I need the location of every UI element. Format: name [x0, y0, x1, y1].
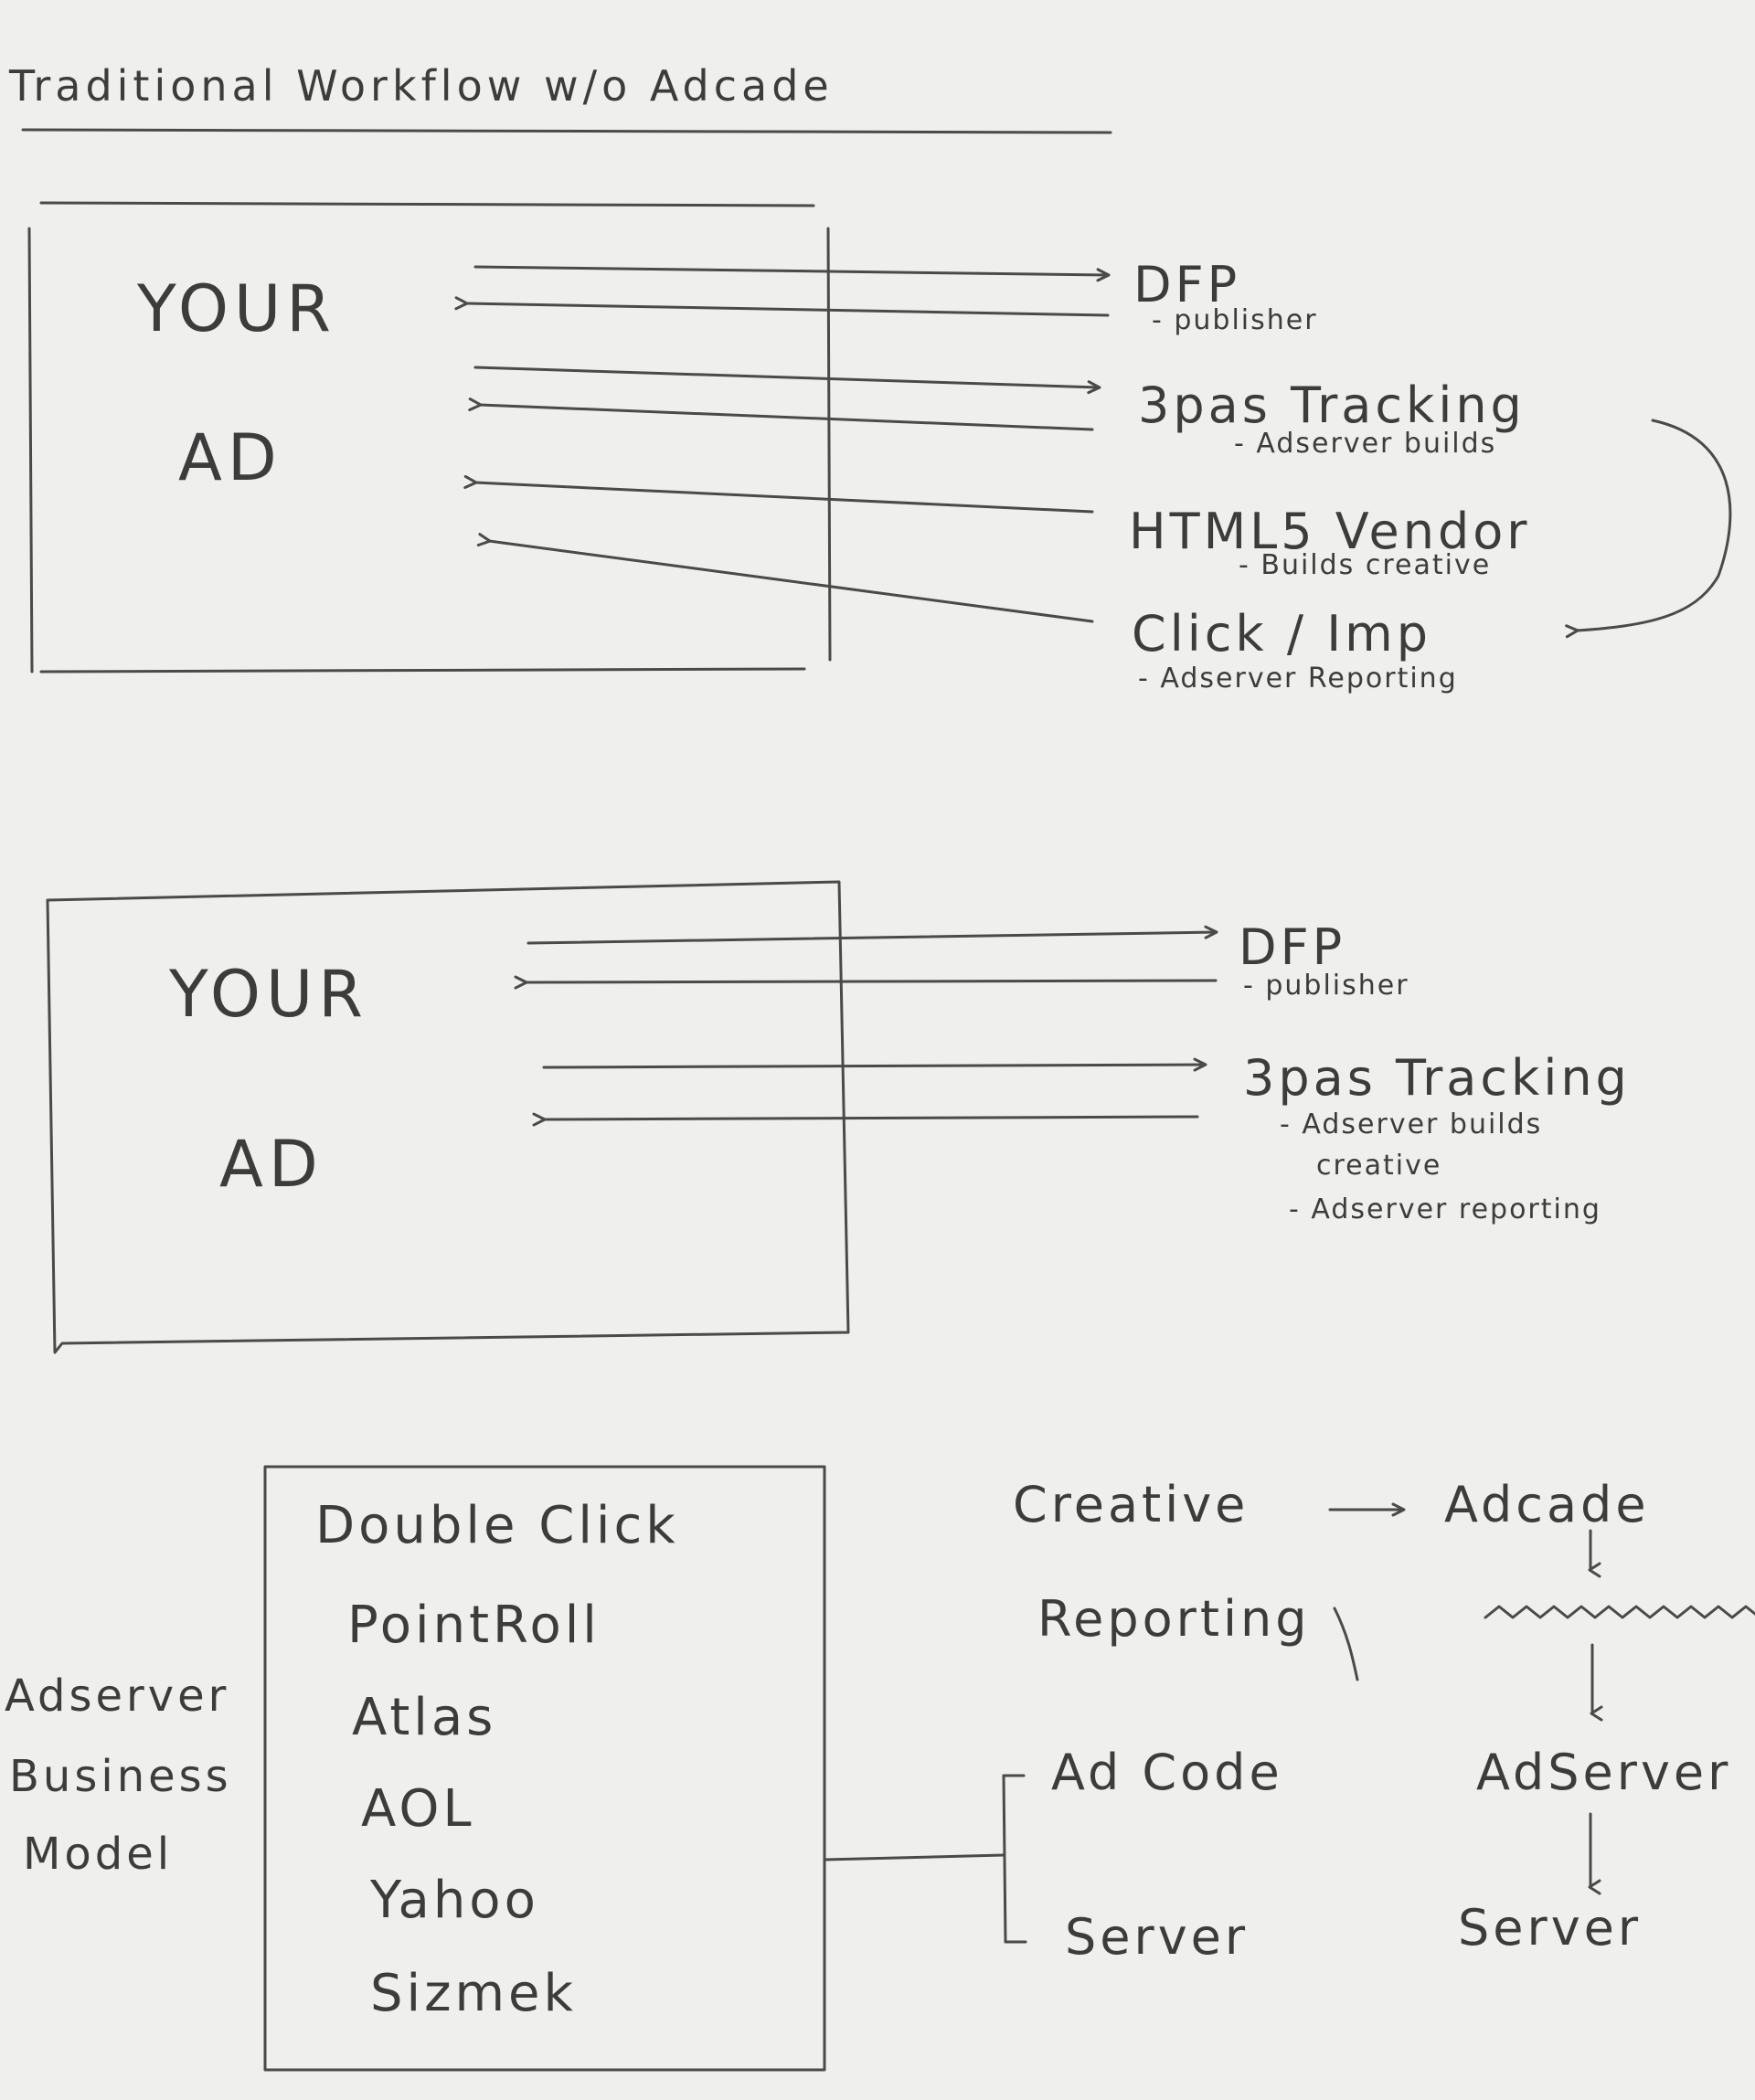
- middle-label-dfp: DFP: [1239, 918, 1346, 976]
- side-label-model: Model: [23, 1829, 173, 1880]
- reporting-tail: [1333, 1607, 1359, 1681]
- zigzag-separator: [1484, 1605, 1755, 1619]
- top-diagram: YOUR AD DFP - publisher 3pas Tracking - …: [27, 201, 1732, 695]
- middle-sub-3pas-3: - Adserver reporting: [1289, 1193, 1601, 1225]
- list-item-doubleclick: Double Click: [315, 1496, 679, 1555]
- bottom-diagram: Adserver Business Model Double Click Poi…: [5, 1465, 1755, 2072]
- middle-arrow-from-dfp: [514, 975, 1218, 990]
- top-sub-3pas: - Adserver builds: [1234, 428, 1496, 460]
- middle-sub-3pas-2: creative: [1316, 1150, 1441, 1182]
- bracket-connector: [823, 1853, 1005, 1861]
- top-sub-html5: - Builds creative: [1239, 549, 1491, 581]
- flow-adserver: AdServer: [1476, 1744, 1731, 1801]
- flow-server: Server: [1458, 1899, 1642, 1957]
- list-item-sizmek: Sizmek: [370, 1964, 577, 2023]
- middle-arrow-from-3pas: [532, 1112, 1199, 1127]
- top-label-dfp: DFP: [1133, 256, 1240, 313]
- top-sub-click: - Adserver Reporting: [1138, 663, 1458, 695]
- side-label-adserver: Adserver: [5, 1670, 229, 1722]
- middle-arrow-to-dfp: [526, 925, 1218, 945]
- top-box-left-edge: [27, 227, 34, 673]
- top-sub-dfp: - publisher: [1152, 304, 1318, 336]
- top-arrow-from-click: [476, 533, 1094, 623]
- top-box-ad: AD: [178, 420, 282, 495]
- title-underline: [21, 128, 1112, 134]
- flow-creative: Creative: [1013, 1476, 1249, 1533]
- middle-diagram: YOUR AD DFP - publisher 3pas Tracking - …: [46, 880, 1631, 1354]
- middle-arrow-to-3pas: [542, 1057, 1207, 1072]
- middle-sub-3pas-1: - Adserver builds: [1280, 1108, 1542, 1140]
- list-item-pointroll: PointRoll: [347, 1596, 601, 1655]
- page-title: Traditional Workflow w/o Adcade: [8, 61, 834, 111]
- top-label-html5: HTML5 Vendor: [1129, 503, 1531, 560]
- bracket-vertical: [1002, 1774, 1007, 1944]
- middle-label-3pas: 3pas Tracking: [1243, 1049, 1631, 1107]
- middle-box: [46, 880, 850, 1354]
- middle-box-ad: AD: [219, 1127, 324, 1202]
- top-label-3pas: 3pas Tracking: [1138, 377, 1526, 434]
- top-box-your: YOUR: [136, 271, 336, 346]
- top-curve-arrow: [1565, 419, 1732, 639]
- top-box-right-edge: [826, 227, 832, 662]
- top-arrow-from-3pas: [468, 398, 1094, 431]
- top-arrow-from-dfp: [454, 296, 1110, 317]
- middle-box-your: YOUR: [168, 957, 368, 1032]
- branch-server: Server: [1065, 1908, 1249, 1966]
- top-arrow-from-html5: [463, 474, 1094, 514]
- middle-sub-dfp: - publisher: [1243, 970, 1409, 1002]
- adserver-list-box: [263, 1465, 826, 2072]
- top-box-bottom-edge: [39, 667, 806, 673]
- branch-ad-code: Ad Code: [1051, 1744, 1283, 1801]
- flow-adcade: Adcade: [1444, 1476, 1650, 1533]
- list-item-yahoo: Yahoo: [369, 1871, 539, 1930]
- list-item-atlas: Atlas: [352, 1688, 496, 1747]
- top-label-click: Click / Imp: [1132, 605, 1431, 663]
- list-item-aol: AOL: [361, 1779, 475, 1839]
- top-box-top-edge: [39, 201, 815, 207]
- flow-reporting: Reporting: [1037, 1590, 1311, 1648]
- top-arrow-to-dfp: [473, 265, 1111, 282]
- top-arrow-to-3pas: [473, 366, 1101, 395]
- side-label-business: Business: [9, 1751, 232, 1802]
